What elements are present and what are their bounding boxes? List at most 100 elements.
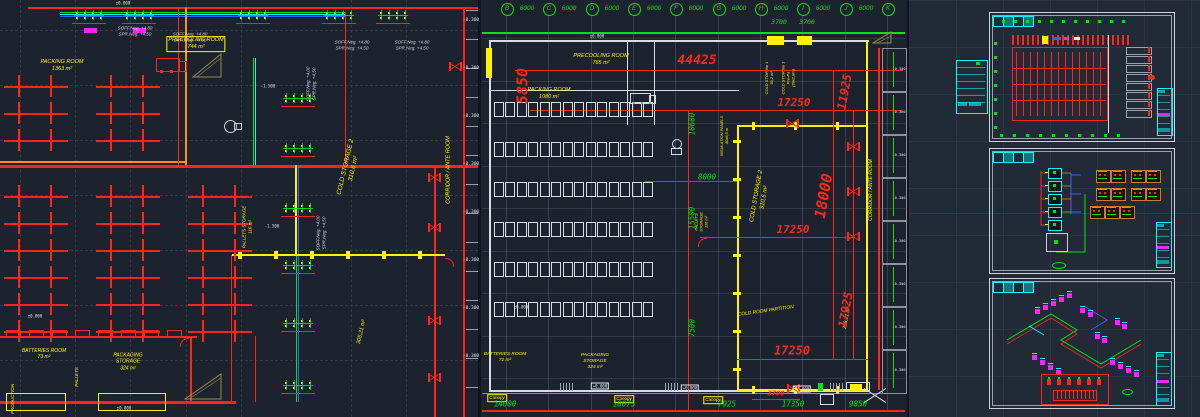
dock-edge-line <box>466 155 478 156</box>
fan-unit <box>1146 170 1161 183</box>
wall-line <box>833 70 834 360</box>
plan-rack-beam <box>1012 100 1106 101</box>
pallet-rack <box>551 262 561 277</box>
wall-tab <box>733 216 741 219</box>
plan-green-node <box>994 112 997 115</box>
rack-beam <box>188 331 252 333</box>
wall-line <box>700 237 853 238</box>
pallet-rack <box>597 302 607 317</box>
wall-line <box>482 393 905 394</box>
note-label: SOFF.Neg. +4.80 SPR.Neg. +4.50 <box>172 31 208 42</box>
rack-beam <box>4 196 68 198</box>
wall-line <box>255 58 256 165</box>
level-label: -1.500 <box>264 223 280 229</box>
sprinkler-tick <box>310 143 311 153</box>
pallet-rack <box>528 102 538 117</box>
grid-axis-line <box>506 16 507 411</box>
dock-hatch-line <box>668 383 669 391</box>
pallet-rack <box>540 302 550 317</box>
grid-line <box>351 0 352 417</box>
plan-rack-beam <box>1012 68 1106 69</box>
grid-bay-dim: 6000 <box>731 4 747 12</box>
pallet-rack <box>563 142 573 157</box>
pallet-rack <box>643 262 653 277</box>
sprinkler-tick <box>127 10 128 20</box>
fan-unit-dot <box>1099 174 1101 176</box>
canopy-truck-fill <box>850 384 862 389</box>
grid-bubble: K <box>881 3 895 16</box>
site-plan-sheet-border <box>989 12 1175 142</box>
plan-green-node <box>1052 134 1055 137</box>
grid-axis-line <box>482 208 905 209</box>
grid-bubble: G <box>712 3 726 16</box>
pallet-rack <box>517 222 527 237</box>
sprinkler-tick <box>302 93 303 103</box>
pallet-rack <box>574 222 584 237</box>
iso-unit-cap <box>1032 353 1037 354</box>
wall-tab <box>382 251 386 259</box>
room-label: CORRIDOR / ANTE ROOM <box>867 159 874 221</box>
fan-unit <box>1111 170 1126 183</box>
pallet-rack <box>517 142 527 157</box>
note-label: SOFF.Neg. +4.80 SPR.Neg. +4.50 <box>394 39 430 50</box>
sprinkler-tick <box>381 10 382 20</box>
rack-post <box>110 102 112 124</box>
cooling-scheme-sheet-border <box>989 148 1175 274</box>
pallet-rack <box>597 102 607 117</box>
grid-bay-dim: 6000 <box>773 4 789 12</box>
sprinkler-tick <box>397 10 398 20</box>
fan-unit-dot <box>1098 210 1100 212</box>
sprinkler-row-line <box>283 148 313 149</box>
wall-line <box>482 32 905 34</box>
plan-green-node <box>994 126 997 129</box>
title-row-line <box>1157 373 1169 374</box>
fan-unit <box>1096 188 1111 201</box>
viewport-plan-detail[interactable] <box>0 0 478 417</box>
wall-line <box>178 7 179 165</box>
grid-bay-dim: 6000 <box>858 4 874 12</box>
fan-unit-base <box>1148 196 1157 197</box>
dimension-green: 17350 <box>781 399 805 409</box>
iso-unit-cap <box>1048 363 1053 364</box>
wall-tab <box>238 251 242 259</box>
plan-green-node <box>994 42 997 45</box>
door-bowtie-bar <box>460 62 462 71</box>
legend-row-line <box>957 88 985 89</box>
sprinkler-tick <box>294 318 295 328</box>
pallet-rack <box>574 142 584 157</box>
viewport-plan-overview[interactable] <box>481 0 907 417</box>
iso-unit <box>1088 312 1093 317</box>
rack-beam <box>4 223 68 225</box>
wall-line <box>0 401 236 404</box>
ramp-icon <box>192 52 222 78</box>
dock-door-line <box>893 353 894 388</box>
wall-line <box>688 110 689 411</box>
plan-accent <box>1052 37 1061 40</box>
grid-bubble: B <box>500 3 514 16</box>
rack-post <box>234 320 236 342</box>
plan-green-node <box>1091 134 1094 137</box>
rack-beam <box>188 196 252 198</box>
pallet-rack <box>632 182 642 197</box>
plan-dock-finger <box>1126 92 1152 100</box>
dock-hatch-line <box>833 383 834 391</box>
pallet-rack <box>494 142 504 157</box>
legend-row-line <box>957 81 985 82</box>
wall-tab <box>836 386 839 394</box>
sprinkler-tick <box>265 10 266 20</box>
iso-unit <box>1080 308 1085 313</box>
wall-tab <box>752 386 755 394</box>
pallet-rack <box>586 222 596 237</box>
iso-unit <box>1067 293 1072 298</box>
fan-unit-grill <box>1098 189 1107 190</box>
rack-post <box>18 129 20 151</box>
door-bowtie-bar <box>439 316 441 325</box>
iso-unit-cap <box>1080 306 1085 307</box>
dock-door-line <box>893 95 894 130</box>
grid-axis-line <box>633 16 634 411</box>
grid-axis-line <box>482 336 905 337</box>
fan-unit <box>1096 170 1111 183</box>
dimension-red: 17250 <box>776 223 810 237</box>
level-label: ±0.000 <box>116 405 132 411</box>
